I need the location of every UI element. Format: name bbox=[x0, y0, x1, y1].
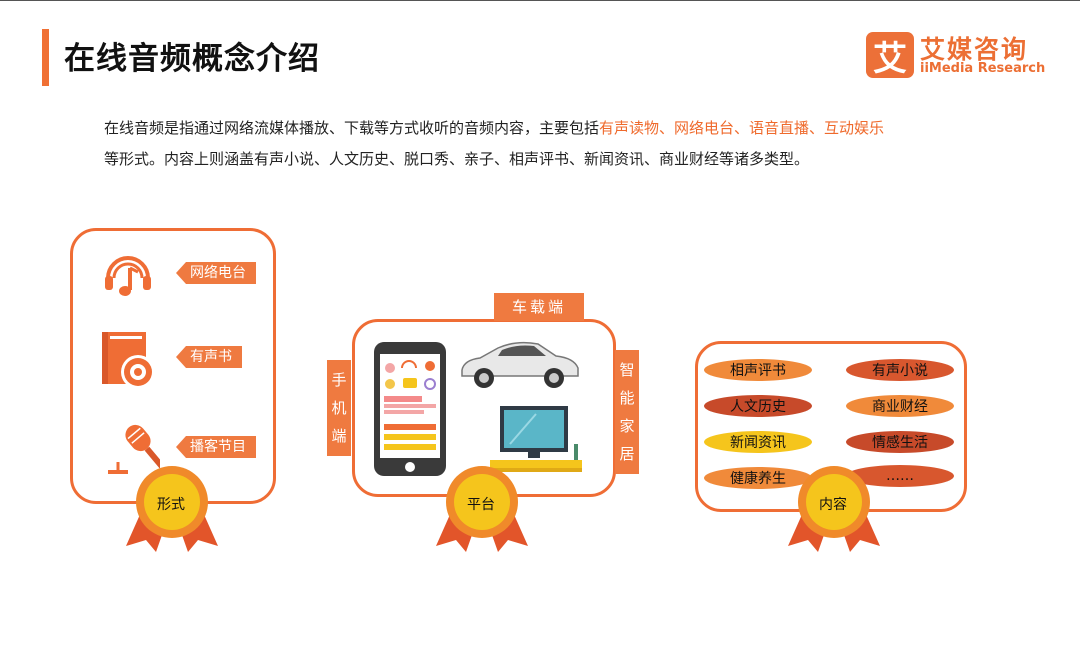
home-char-1: 智 bbox=[619, 361, 635, 379]
logo-text-cn: 艾媒咨询 bbox=[920, 35, 1029, 64]
intro-highlight: 有声读物、网络电台、语音直播、互动娱乐 bbox=[599, 119, 885, 137]
platform-medal-label: 平台 bbox=[467, 497, 495, 513]
form-item-audiobook: 有声书 bbox=[176, 346, 242, 368]
mobile-char-3: 端 bbox=[331, 427, 347, 445]
form-medal-icon bbox=[126, 466, 218, 552]
content-item-crosstalk: 相声评书 bbox=[704, 359, 812, 381]
title-accent-bar bbox=[42, 29, 49, 86]
microphone-icon bbox=[108, 424, 160, 474]
form-item-podcast: 播客节目 bbox=[176, 436, 256, 458]
logo-text-en: iiMedia Research bbox=[920, 61, 1046, 76]
intro-text-2: 等形式。内容上则涵盖有声小说、人文历史、脱口秀、亲子、相声评书、新闻资讯、商业财… bbox=[104, 150, 810, 168]
content-item-more: …… bbox=[846, 465, 954, 487]
page-title: 在线音频概念介绍 bbox=[64, 41, 320, 77]
content-item-emotion: 情感生活 bbox=[846, 431, 954, 453]
phone-icon bbox=[374, 342, 446, 476]
mobile-char-2: 机 bbox=[331, 399, 347, 417]
home-char-4: 居 bbox=[619, 445, 635, 463]
platform-label-car: 车载端 bbox=[494, 293, 584, 321]
content-medal-label: 内容 bbox=[819, 497, 847, 513]
content-item-novel: 有声小说 bbox=[846, 359, 954, 381]
tv-icon bbox=[490, 406, 582, 472]
logo-mark: 艾 bbox=[866, 32, 914, 79]
intro-paragraph: 在线音频是指通过网络流媒体播放、下载等方式收听的音频内容，主要包括有声读物、网络… bbox=[104, 113, 894, 175]
content-medal-icon bbox=[788, 466, 880, 552]
form-item-radio: 网络电台 bbox=[176, 262, 256, 284]
content-item-health: 健康养生 bbox=[704, 467, 812, 489]
car-icon bbox=[461, 341, 579, 388]
top-rule bbox=[0, 0, 1080, 1]
content-item-business: 商业财经 bbox=[846, 395, 954, 417]
intro-text-1: 在线音频是指通过网络流媒体播放、下载等方式收听的音频内容，主要包括 bbox=[104, 119, 600, 137]
platform-medal-icon bbox=[436, 466, 528, 552]
home-char-3: 家 bbox=[619, 417, 635, 435]
book-disc-icon bbox=[102, 332, 155, 389]
content-item-history: 人文历史 bbox=[704, 395, 812, 417]
headphones-music-icon bbox=[105, 256, 151, 296]
home-char-2: 能 bbox=[619, 389, 635, 407]
platform-label-mobile: 手 机 端 bbox=[327, 360, 351, 456]
platform-label-smart-home: 智 能 家 居 bbox=[615, 350, 639, 474]
mobile-char-1: 手 bbox=[331, 371, 347, 389]
content-item-news: 新闻资讯 bbox=[704, 431, 812, 453]
form-medal-label: 形式 bbox=[157, 497, 185, 513]
